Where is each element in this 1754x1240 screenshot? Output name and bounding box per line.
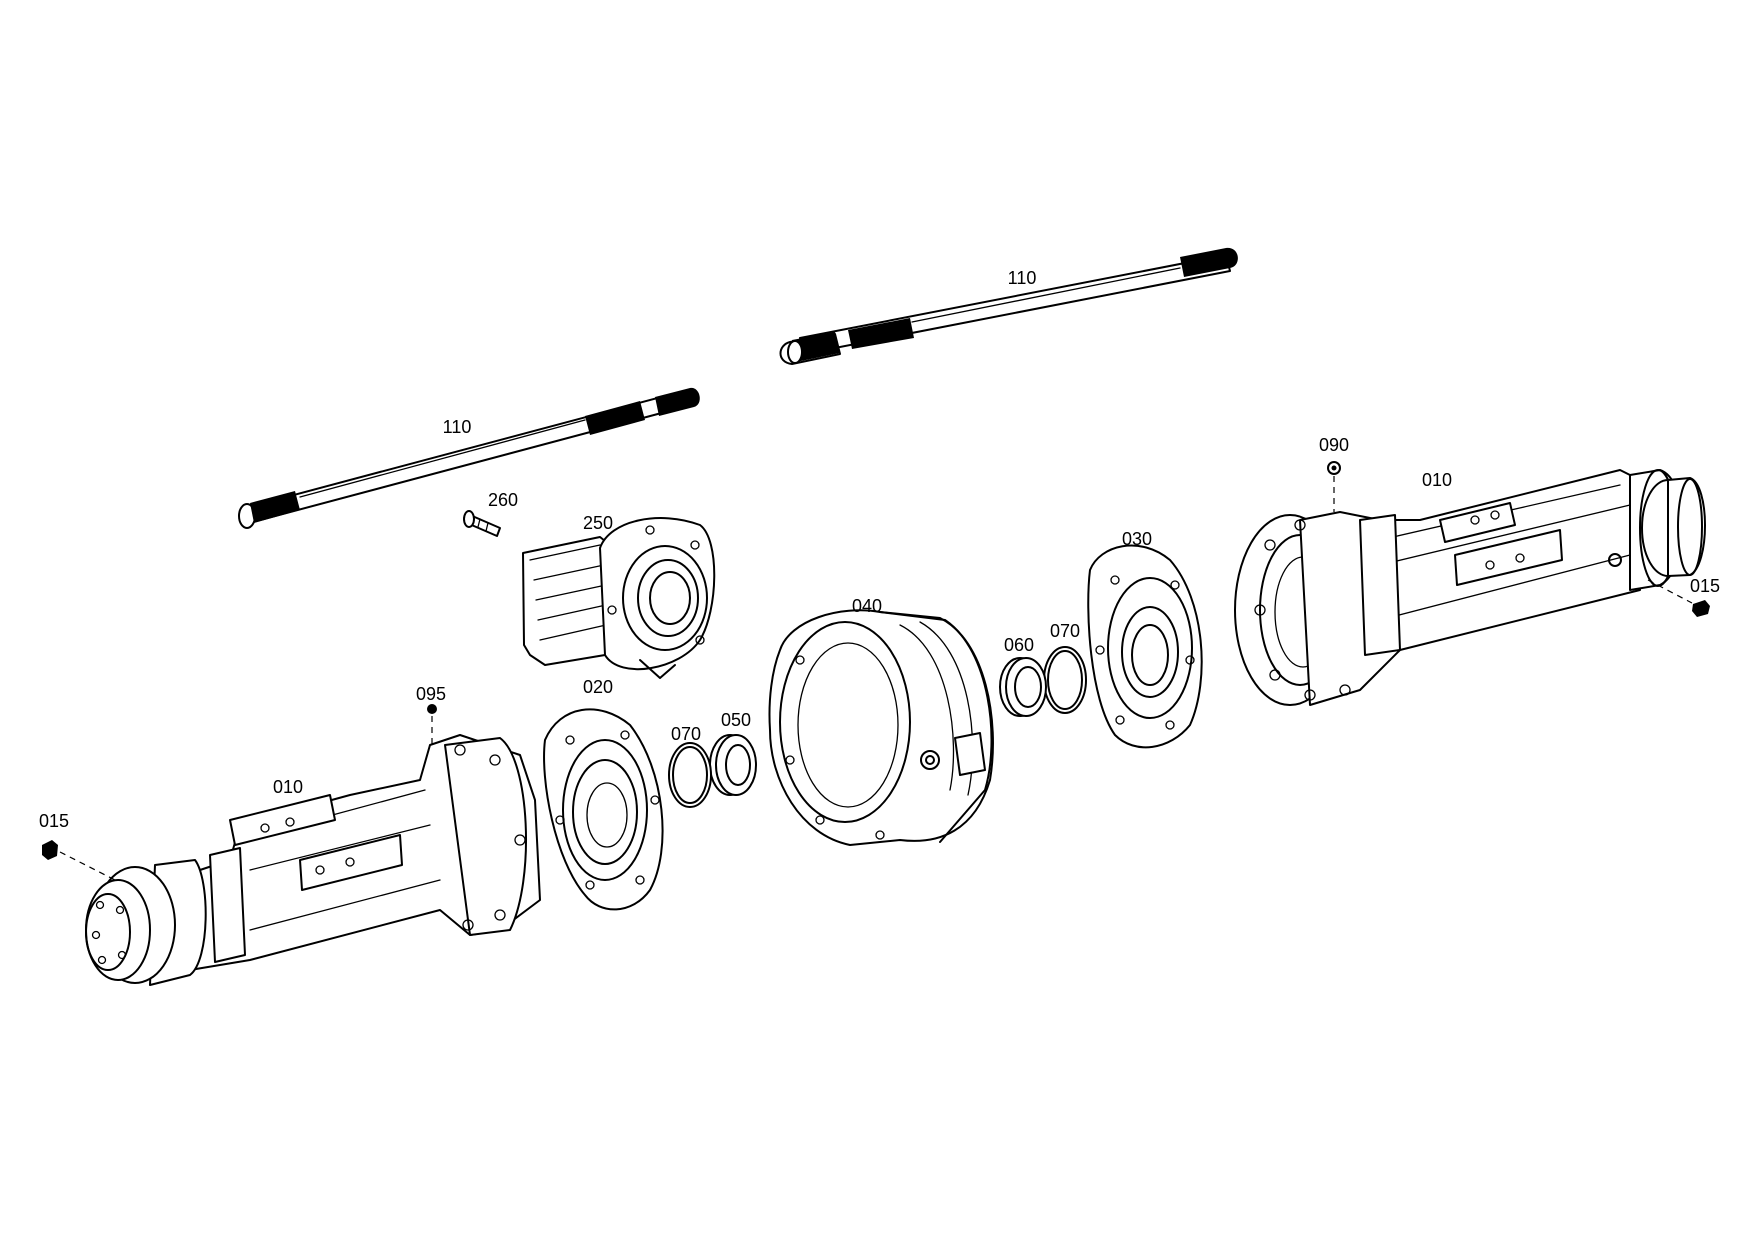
callout-090: 090 <box>1319 435 1349 455</box>
plug-015-left <box>42 840 116 881</box>
axle-housing-right-010 <box>1234 469 1706 706</box>
callout-020: 020 <box>583 677 613 697</box>
differential-carrier-040 <box>768 609 994 846</box>
callout-040: 040 <box>852 596 882 616</box>
breather-090 <box>1327 461 1341 512</box>
callout-050: 050 <box>721 710 751 730</box>
callout-070-right: 070 <box>1050 621 1080 641</box>
breather-095 <box>427 704 437 745</box>
callout-070-left: 070 <box>671 724 701 744</box>
seal-060 <box>999 657 1047 717</box>
cover-020 <box>543 708 664 911</box>
axle-shaft-upper <box>779 247 1238 365</box>
callout-250: 250 <box>583 513 613 533</box>
ring-070-right <box>1043 646 1087 714</box>
cover-030 <box>1087 544 1203 749</box>
callout-010-right: 010 <box>1422 470 1452 490</box>
ring-070-left <box>668 742 712 808</box>
callout-110-upper: 110 <box>1008 268 1037 288</box>
callout-060: 060 <box>1004 635 1034 655</box>
callout-110-left: 110 <box>443 417 472 437</box>
axle-housing-left-010 <box>85 734 541 986</box>
bolt-260 <box>463 510 501 537</box>
plug-015-right <box>1647 579 1710 617</box>
callout-015-right: 015 <box>1690 576 1720 596</box>
callout-030: 030 <box>1122 529 1152 549</box>
seal-050 <box>709 734 757 796</box>
bearing-housing-250 <box>522 517 716 679</box>
axle-shaft-left <box>238 387 700 529</box>
callout-010-left: 010 <box>273 777 303 797</box>
callout-260: 260 <box>488 490 518 510</box>
callout-015-left: 015 <box>39 811 69 831</box>
callout-095: 095 <box>416 684 446 704</box>
